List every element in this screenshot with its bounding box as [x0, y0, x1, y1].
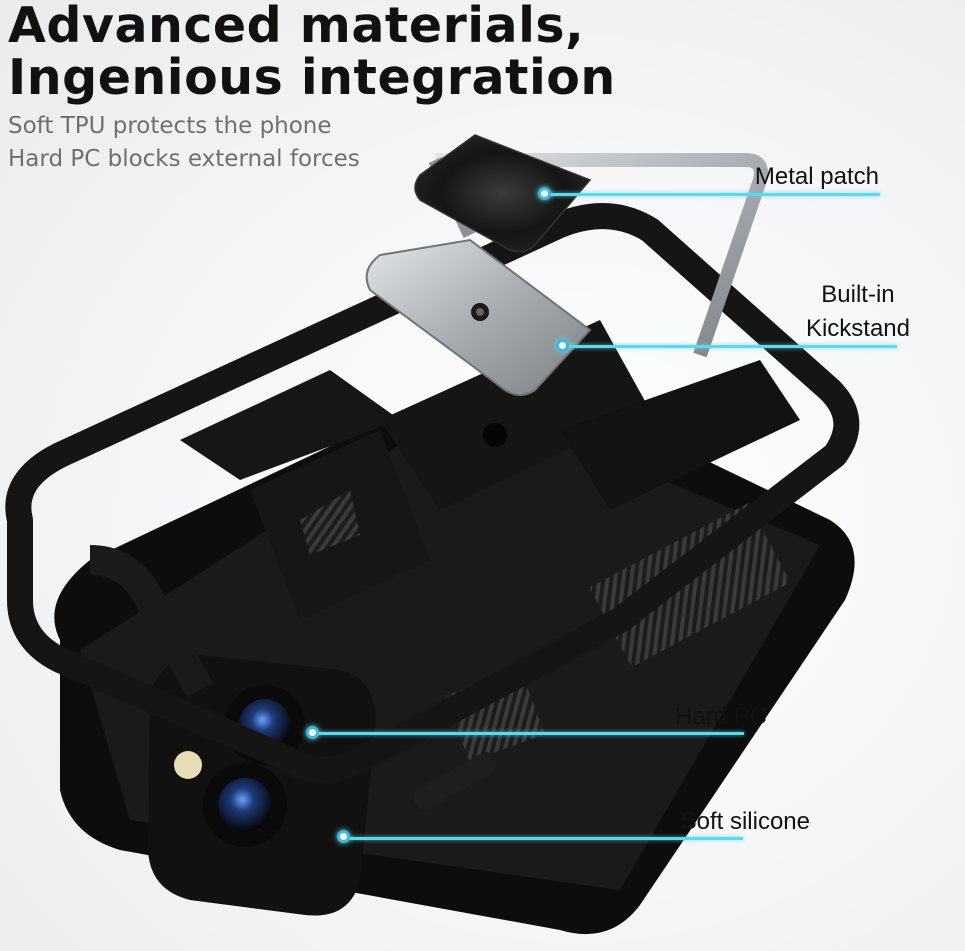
soft-silicone-dot [337, 830, 350, 843]
hard-pc-line [318, 732, 744, 735]
headline-line-2: Ingenious integration [8, 49, 616, 106]
soft-silicone-layer [54, 372, 855, 935]
hard-pc-label: Hard PC [674, 703, 767, 730]
metal-patch [414, 134, 592, 253]
subtitle-line-1: Soft TPU protects the phone [8, 113, 332, 139]
hard-pc-frame [5, 203, 860, 783]
metal-patch-line [545, 193, 880, 196]
metal-patch-label: Metal patch [754, 163, 879, 190]
headline: Advanced materials, Ingenious integratio… [8, 0, 616, 104]
kickstand-dot [556, 339, 569, 352]
subtitle-line-2: Hard PC blocks external forces [8, 146, 360, 172]
kickstand-label: Built-in Kickstand [805, 281, 910, 342]
subtitle: Soft TPU protects the phone Hard PC bloc… [8, 110, 360, 176]
soft-silicone-line [345, 837, 743, 840]
headline-line-1: Advanced materials, [8, 0, 585, 54]
metal-patch-dot [538, 187, 551, 200]
hard-pc-dot [306, 726, 319, 739]
soft-silicone-label: Soft silicone [680, 808, 810, 835]
kickstand-line [565, 345, 897, 348]
